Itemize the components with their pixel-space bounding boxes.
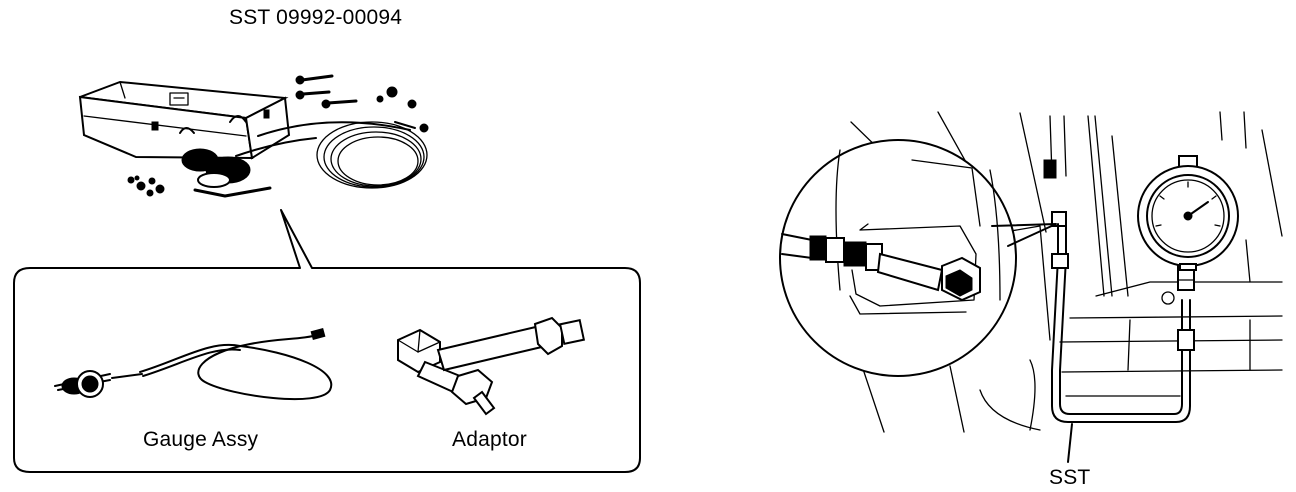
small-fittings	[127, 74, 429, 197]
gauge-in-kit	[181, 137, 317, 198]
callout-frame	[13, 209, 641, 473]
adaptor-drawing	[397, 316, 586, 416]
diagram-title: SST 09992-00094	[229, 6, 403, 29]
coiled-hose-in-kit	[257, 121, 428, 189]
pressure-gauge	[1137, 155, 1239, 271]
adaptor-label: Adaptor	[452, 428, 527, 451]
gauge-assy-label: Gauge Assy	[143, 428, 259, 451]
sst-leader-line	[1067, 423, 1073, 463]
magnified-detail	[779, 139, 1017, 377]
sst-label: SST	[1049, 466, 1091, 489]
detail-pointer	[991, 223, 1057, 247]
tool-kit-box	[78, 80, 291, 160]
gauge-assy-drawing	[54, 327, 333, 401]
